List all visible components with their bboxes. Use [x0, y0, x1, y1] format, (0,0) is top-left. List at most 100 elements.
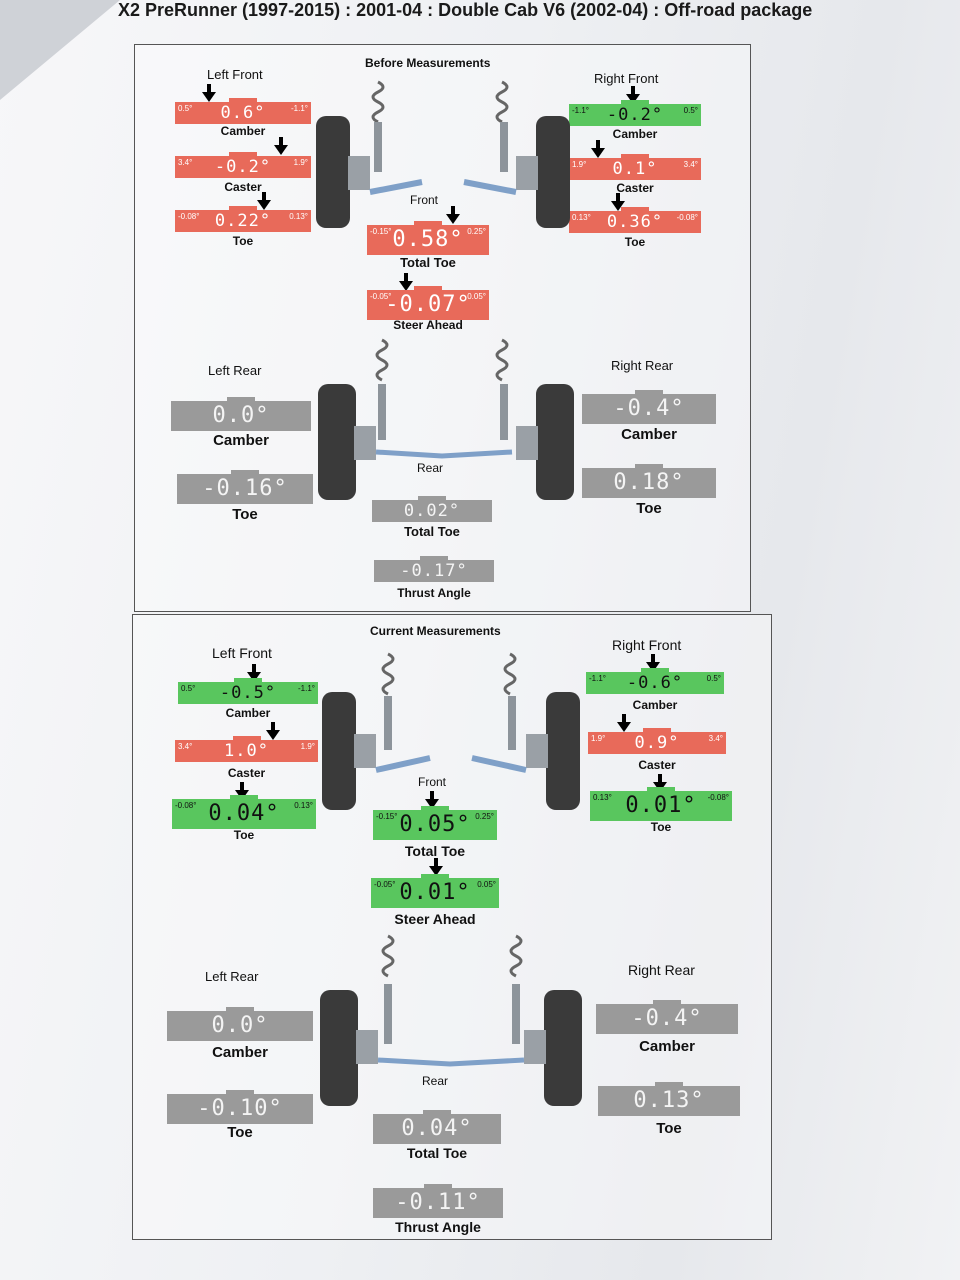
paper-fold-corner [0, 0, 120, 100]
front-suspension-illustration [316, 80, 570, 228]
before-lr-toe-gauge: -0.16° [177, 470, 313, 504]
rear-suspension-illustration [318, 338, 574, 500]
before-rr-toe-value: 0.18° [613, 470, 685, 495]
current-lr-toe-gauge: -0.10° [167, 1090, 313, 1124]
before-steer-ahead-value: -0.07° [385, 292, 471, 317]
before-lr-camber-label: Camber [213, 432, 269, 449]
current-rf-toe-gauge: 0.13° -0.08° 0.01° [590, 787, 732, 821]
current-steer-ahead-value: 0.01° [399, 880, 471, 905]
rear-suspension-illustration-current [320, 934, 582, 1106]
before-lf-caster-value: -0.2° [214, 157, 272, 177]
current-lf-toe-label: Toe [233, 828, 255, 842]
current-rf-camber-arrow [646, 654, 660, 672]
current-lf-caster-gauge: 3.4° 1.9° 1.0° [175, 736, 318, 762]
before-rf-camber-arrow [626, 86, 640, 104]
before-lr-toe-value: -0.16° [202, 476, 288, 501]
before-left-rear-label: Left Rear [208, 363, 262, 378]
before-lr-camber-gauge: 0.0° [171, 397, 311, 431]
before-total-toe-front-value: 0.58° [392, 227, 464, 252]
current-lf-toe-gauge: -0.08° 0.13° 0.04° [172, 795, 316, 829]
before-lf-caster-gauge: 3.4° 1.9° -0.2° [175, 152, 311, 178]
before-rf-camber-value: -0.2° [606, 105, 664, 125]
before-rr-camber-value: -0.4° [613, 396, 685, 421]
before-lf-toe-value: 0.22° [214, 211, 272, 231]
current-lr-camber-value: 0.0° [211, 1013, 269, 1038]
current-thrust-angle-gauge: -0.11° [373, 1184, 503, 1218]
before-rf-camber-gauge: -1.1° 0.5° -0.2° [569, 100, 701, 126]
before-lf-camber-gauge: 0.5° -1.1° 0.6° [175, 98, 311, 124]
current-lf-caster-arrow [266, 722, 280, 740]
current-rf-toe-label: Toe [650, 820, 672, 834]
current-total-toe-front-gauge: -0.15° 0.25° 0.05° [373, 806, 497, 840]
before-thrust-angle-label: Thrust Angle [397, 586, 471, 600]
current-lf-caster-label: Caster [227, 766, 266, 780]
current-left-front-label: Left Front [212, 645, 272, 661]
current-total-toe-arrow [425, 791, 439, 809]
current-rf-caster-arrow [617, 714, 631, 732]
before-rf-camber-label: Camber [612, 127, 658, 141]
before-total-toe-rear-gauge: 0.02° [372, 496, 492, 522]
before-steer-ahead-label: Steer Ahead [393, 318, 463, 332]
before-lf-toe-gauge: -0.08° 0.13° 0.22° [175, 206, 311, 232]
wheel-icon [145, 152, 167, 180]
current-lf-caster-value: 1.0° [224, 741, 269, 761]
before-rf-toe-gauge: 0.13° -0.08° 0.36° [569, 207, 701, 233]
before-rr-camber-label: Camber [621, 426, 677, 443]
current-rear-label: Rear [422, 1074, 449, 1088]
before-thrust-angle-value: -0.17° [400, 561, 468, 581]
before-thrust-angle-gauge: -0.17° [374, 556, 494, 582]
current-rf-camber-value: -0.6° [626, 673, 684, 693]
before-rf-caster-label: Caster [616, 181, 654, 195]
before-rear-label: Rear [417, 461, 444, 475]
before-lf-caster-label: Caster [224, 180, 262, 194]
current-total-toe-rear-gauge: 0.04° [373, 1110, 501, 1144]
before-left-front-label: Left Front [207, 67, 263, 82]
front-suspension-illustration-current [322, 652, 580, 810]
current-steer-ahead-arrow [429, 858, 443, 876]
current-title: Current Measurements [370, 624, 501, 638]
current-rf-caster-label: Caster [638, 758, 676, 772]
current-rf-camber-label: Camber [632, 698, 678, 712]
current-total-toe-front-value: 0.05° [399, 812, 471, 837]
strut-icon [145, 94, 167, 122]
current-lr-camber-gauge: 0.0° [167, 1007, 313, 1041]
current-lf-camber-value: -0.5° [219, 683, 277, 703]
before-lr-camber-value: 0.0° [212, 403, 270, 428]
current-rf-caster-gauge: 1.9° 3.4° 0.9° [588, 728, 726, 754]
current-thrust-angle-label: Thrust Angle [395, 1219, 481, 1235]
current-rf-toe-value: 0.01° [625, 793, 697, 818]
current-rr-toe-value: 0.13° [633, 1088, 705, 1113]
current-rr-toe-label: Toe [656, 1120, 682, 1137]
before-lf-caster-arrow [274, 137, 288, 155]
before-right-rear-label: Right Rear [611, 358, 674, 373]
before-rf-caster-arrow [591, 140, 605, 158]
before-total-toe-front-gauge: -0.15° 0.25° 0.58° [367, 221, 489, 255]
current-total-toe-front-label: Total Toe [404, 843, 466, 859]
before-lf-camber-label: Camber [220, 124, 266, 138]
current-lr-camber-label: Camber [212, 1044, 268, 1061]
current-rr-camber-label: Camber [639, 1038, 695, 1055]
before-rf-toe-arrow [611, 193, 625, 211]
current-rf-caster-value: 0.9° [634, 733, 680, 753]
before-rf-toe-label: Toe [624, 235, 646, 249]
current-front-label: Front [418, 775, 447, 789]
before-rf-caster-value: 0.1° [612, 159, 658, 179]
vehicle-title: X2 PreRunner (1997-2015) : 2001-04 : Dou… [118, 0, 813, 20]
current-rr-camber-gauge: -0.4° [596, 1000, 738, 1034]
before-rf-toe-value: 0.36° [606, 212, 664, 232]
current-total-toe-rear-value: 0.04° [401, 1116, 473, 1141]
before-lf-camber-arrow [202, 84, 216, 102]
before-lr-toe-label: Toe [232, 506, 258, 523]
before-rf-caster-gauge: 1.9° 3.4° 0.1° [569, 154, 701, 180]
before-title: Before Measurements [365, 56, 491, 70]
current-rr-camber-value: -0.4° [631, 1006, 703, 1031]
before-rr-toe-gauge: 0.18° [582, 464, 716, 498]
before-lf-toe-arrow [257, 192, 271, 210]
axle-top-icon [145, 206, 167, 234]
before-right-front-label: Right Front [594, 71, 659, 86]
current-rf-camber-gauge: -1.1° 0.5° -0.6° [586, 668, 724, 694]
current-steer-ahead-label: Steer Ahead [394, 911, 476, 927]
current-lf-toe-value: 0.04° [208, 801, 280, 826]
current-lf-camber-label: Camber [225, 706, 271, 720]
